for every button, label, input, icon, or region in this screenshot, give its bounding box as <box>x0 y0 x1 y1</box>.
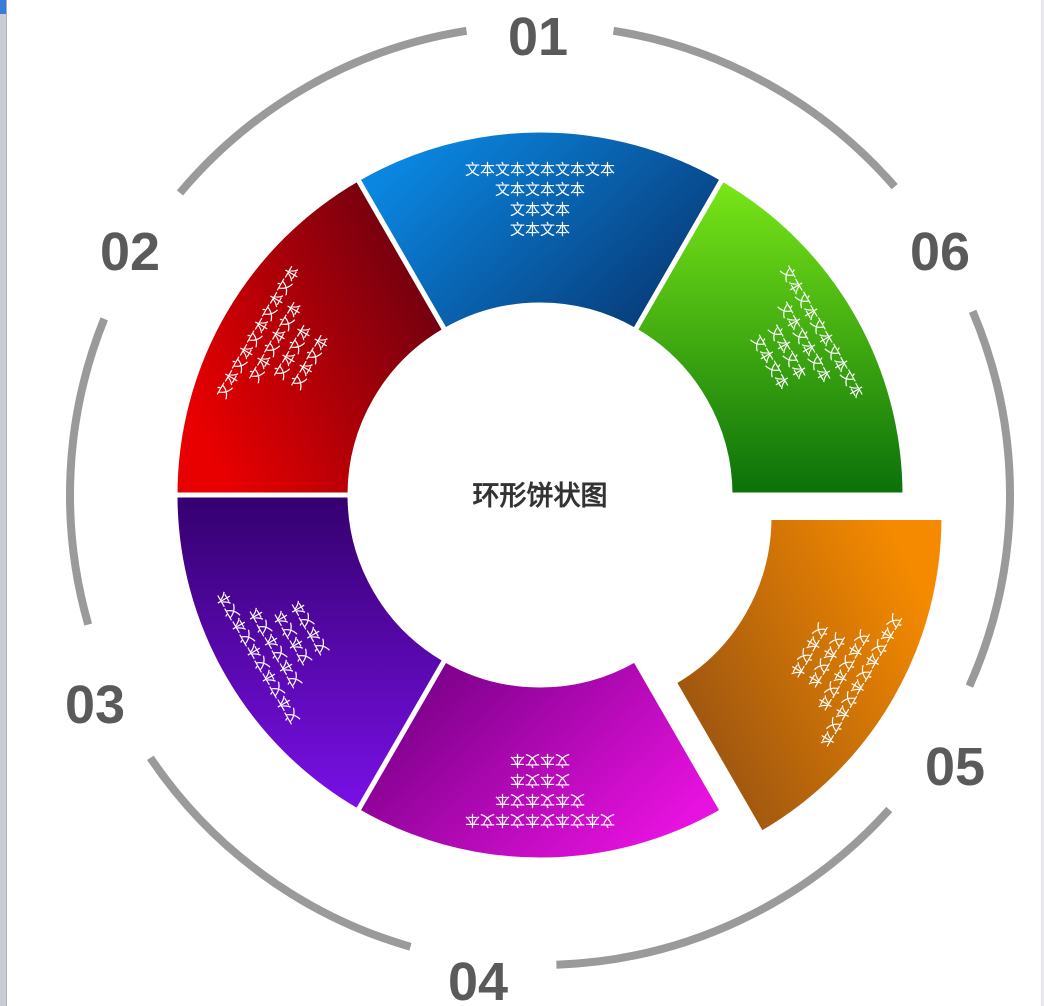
segment-06[interactable]: 文本文本文本文本文本文本文本文本文本文本文本文本 <box>631 175 908 498</box>
segment-text-line: 文本文本文本文本文本 <box>465 812 615 830</box>
segment-number-05: 05 <box>925 737 985 797</box>
segment-text-line: 文本文本 <box>510 752 570 770</box>
segment-number-03: 03 <box>65 675 125 735</box>
segment-wedge[interactable] <box>172 175 449 498</box>
ring-arc <box>965 309 1014 688</box>
segment-05[interactable]: 文本文本文本文本文本文本文本文本文本文本文本文本 <box>670 515 947 838</box>
segment-text-line: 文本文本文本 <box>495 181 585 199</box>
segment-text-line: 文本文本文本文本文本 <box>465 161 615 179</box>
ruler-corner <box>0 0 6 14</box>
segment-wedge[interactable] <box>631 175 908 498</box>
ring-arc <box>176 26 468 196</box>
segment-text-line: 文本文本 <box>510 772 570 790</box>
segment-number-01: 01 <box>508 7 568 67</box>
segment-wedge[interactable] <box>172 492 449 815</box>
left-ruler <box>0 0 7 1006</box>
ring-arc <box>147 755 412 951</box>
segment-number-04: 04 <box>448 952 508 1006</box>
ring-arc <box>66 317 108 626</box>
segment-numbers: 01 06 05 04 03 02 <box>65 7 985 1006</box>
ring-arc <box>612 26 898 190</box>
outer-ring <box>66 26 1014 969</box>
segment-wedge[interactable] <box>670 515 947 838</box>
segment-wedge[interactable] <box>354 127 726 334</box>
segment-text-line: 文本文本 <box>510 221 570 239</box>
center-title: 环形饼状图 <box>473 481 608 512</box>
segment-04[interactable]: 文本文本文本文本文本文本文本文本文本文本文本文本 <box>354 656 726 863</box>
segment-03[interactable]: 文本文本文本文本文本文本文本文本文本文本文本文本 <box>172 492 449 815</box>
segment-number-06: 06 <box>910 222 970 282</box>
segment-text-line: 文本文本 <box>510 201 570 219</box>
segment-01[interactable]: 文本文本文本文本文本文本文本文本文本文本文本文本 <box>354 127 726 334</box>
ring-arc <box>556 806 893 969</box>
segments: 文本文本文本文本文本文本文本文本文本文本文本文本文本文本文本文本文本文本文本文本… <box>172 127 947 863</box>
segment-text: 文本文本文本文本文本文本文本文本文本文本文本文本 <box>465 752 615 830</box>
segment-text: 文本文本文本文本文本文本文本文本文本文本文本文本 <box>465 161 615 239</box>
segment-text-line: 文本文本文本 <box>495 792 585 810</box>
segment-number-02: 02 <box>100 222 160 282</box>
segment-wedge[interactable] <box>354 656 726 863</box>
right-edge <box>1041 0 1044 1006</box>
